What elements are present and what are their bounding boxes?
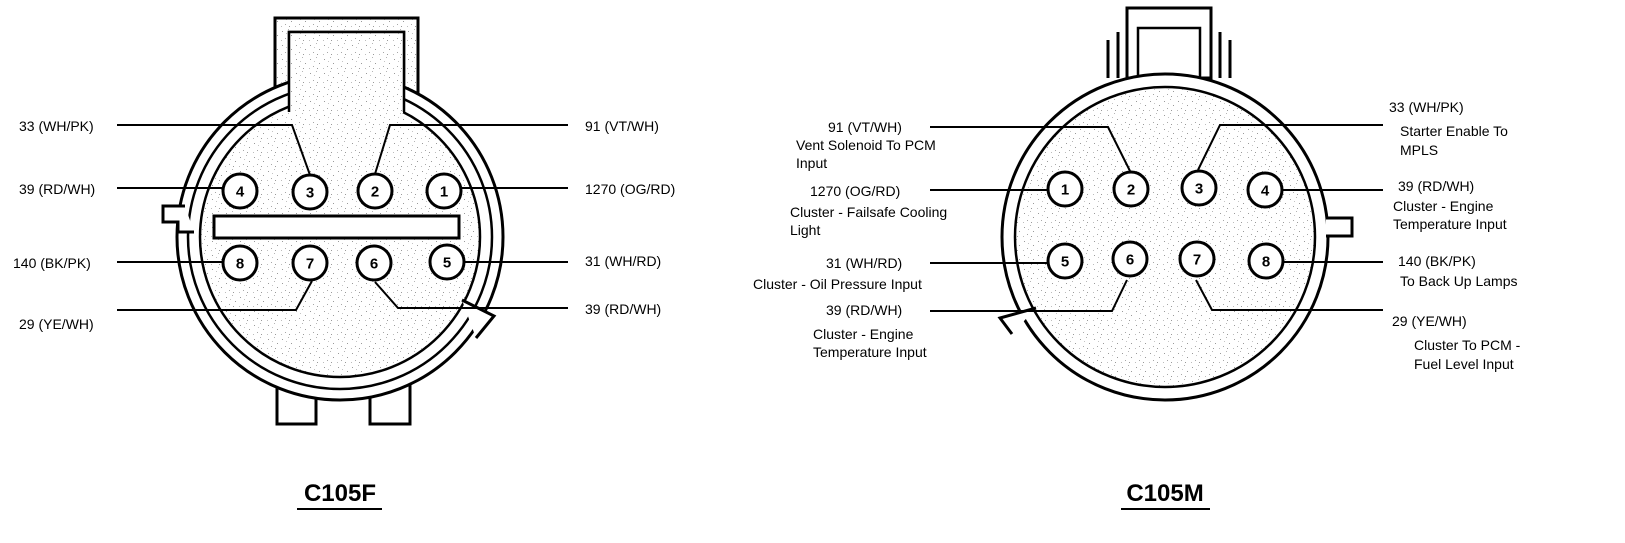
c105f-divider-bar bbox=[212, 214, 461, 240]
c105f-label-1270-og-rd: 1270 (OG/RD) bbox=[585, 181, 675, 197]
svg-text:4: 4 bbox=[1261, 183, 1270, 200]
c105m-body bbox=[1000, 72, 1330, 402]
c105m-label-91-vt-wh: 91 (VT/WH) Vent Solenoid To PCM Input bbox=[796, 119, 936, 171]
svg-text:7: 7 bbox=[306, 256, 314, 273]
c105f-title: C105F bbox=[304, 480, 376, 507]
svg-text:Vent Solenoid To PCM: Vent Solenoid To PCM bbox=[796, 137, 936, 153]
c105f-pin-5: 5 bbox=[428, 243, 466, 281]
c105f-label-39-rd-wh-left: 39 (RD/WH) bbox=[19, 181, 95, 197]
c105m-pin-3: 3 bbox=[1180, 169, 1218, 207]
svg-text:2: 2 bbox=[1127, 182, 1135, 199]
svg-text:6: 6 bbox=[1126, 252, 1134, 269]
c105m-pin-7: 7 bbox=[1178, 240, 1216, 278]
c105f-label-39-rd-wh-right: 39 (RD/WH) bbox=[585, 301, 661, 317]
c105f-label-140-bk-pk: 140 (BK/PK) bbox=[13, 255, 91, 271]
svg-text:8: 8 bbox=[236, 256, 244, 273]
svg-text:5: 5 bbox=[1061, 254, 1069, 271]
c105m-label-39-rd-wh-right: 39 (RD/WH) Cluster - Engine Temperature … bbox=[1393, 178, 1507, 232]
connector-c105f: 1 2 3 4 5 6 7 8 3 bbox=[13, 16, 675, 510]
c105m-pin-1: 1 bbox=[1046, 170, 1084, 208]
svg-text:3: 3 bbox=[1195, 181, 1203, 198]
svg-text:Cluster - Oil Pressure Input: Cluster - Oil Pressure Input bbox=[753, 276, 922, 292]
svg-text:1: 1 bbox=[1061, 182, 1069, 199]
svg-text:Cluster - Engine: Cluster - Engine bbox=[1393, 198, 1494, 214]
svg-text:3: 3 bbox=[306, 185, 314, 202]
svg-text:6: 6 bbox=[370, 256, 378, 273]
c105f-key-tab-right bbox=[461, 298, 497, 339]
c105m-title: C105M bbox=[1126, 480, 1203, 507]
svg-text:Cluster - Failsafe Cooling: Cluster - Failsafe Cooling bbox=[790, 204, 947, 220]
svg-text:Temperature Input: Temperature Input bbox=[1393, 216, 1507, 232]
svg-text:29 (YE/WH): 29 (YE/WH) bbox=[1392, 313, 1467, 329]
c105f-right-labels: 91 (VT/WH) 1270 (OG/RD) 31 (WH/RD) 39 (R… bbox=[585, 118, 675, 317]
c105m-key-tab-right bbox=[1326, 216, 1354, 238]
c105m-lead-lines bbox=[930, 124, 1383, 312]
svg-text:MPLS: MPLS bbox=[1400, 142, 1438, 158]
c105f-pin-7: 7 bbox=[291, 244, 329, 282]
svg-text:8: 8 bbox=[1262, 254, 1270, 271]
svg-text:39 (RD/WH): 39 (RD/WH) bbox=[1398, 178, 1474, 194]
c105m-pin-6: 6 bbox=[1111, 240, 1149, 278]
svg-text:1270 (OG/RD): 1270 (OG/RD) bbox=[810, 183, 900, 199]
c105f-label-31-wh-rd: 31 (WH/RD) bbox=[585, 253, 661, 269]
c105m-label-39-rd-wh-left: 39 (RD/WH) Cluster - Engine Temperature … bbox=[813, 302, 927, 360]
svg-text:To Back Up Lamps: To Back Up Lamps bbox=[1400, 273, 1518, 289]
c105m-label-33-wh-pk: 33 (WH/PK) Starter Enable To MPLS bbox=[1389, 99, 1508, 158]
c105m-right-labels: 33 (WH/PK) Starter Enable To MPLS 39 (RD… bbox=[1389, 99, 1521, 372]
c105m-label-31-wh-rd: 31 (WH/RD) Cluster - Oil Pressure Input bbox=[753, 255, 922, 292]
c105m-top-latch bbox=[1106, 6, 1232, 80]
c105f-pin-1: 1 bbox=[425, 172, 463, 210]
c105m-label-1270-og-rd: 1270 (OG/RD) Cluster - Failsafe Cooling … bbox=[790, 183, 947, 238]
svg-text:91 (VT/WH): 91 (VT/WH) bbox=[828, 119, 902, 135]
c105f-key-tab-left bbox=[161, 204, 194, 234]
svg-text:5: 5 bbox=[443, 255, 451, 272]
svg-text:2: 2 bbox=[371, 184, 379, 201]
svg-text:Input: Input bbox=[796, 155, 827, 171]
svg-text:Cluster To PCM -: Cluster To PCM - bbox=[1414, 337, 1521, 353]
c105f-pin-8: 8 bbox=[221, 244, 259, 282]
svg-text:33 (WH/PK): 33 (WH/PK) bbox=[1389, 99, 1464, 115]
c105f-pin-4: 4 bbox=[221, 172, 259, 210]
c105m-pin-8: 8 bbox=[1247, 242, 1285, 280]
c105m-left-labels: 91 (VT/WH) Vent Solenoid To PCM Input 12… bbox=[753, 119, 947, 360]
svg-text:Temperature Input: Temperature Input bbox=[813, 344, 927, 360]
svg-text:7: 7 bbox=[1193, 252, 1201, 269]
svg-text:Cluster - Engine: Cluster - Engine bbox=[813, 326, 914, 342]
svg-text:1: 1 bbox=[440, 184, 448, 201]
c105f-pin-6: 6 bbox=[355, 244, 393, 282]
svg-text:4: 4 bbox=[236, 184, 245, 201]
svg-text:Light: Light bbox=[790, 222, 820, 238]
c105m-pin-5: 5 bbox=[1046, 242, 1084, 280]
c105f-lead-lines bbox=[117, 124, 568, 311]
c105f-pin-2: 2 bbox=[356, 172, 394, 210]
svg-text:39 (RD/WH): 39 (RD/WH) bbox=[826, 302, 902, 318]
c105f-pin-3: 3 bbox=[291, 173, 329, 211]
svg-text:Fuel Level Input: Fuel Level Input bbox=[1414, 356, 1514, 372]
c105m-label-29-ye-wh: 29 (YE/WH) Cluster To PCM - Fuel Level I… bbox=[1392, 313, 1521, 372]
c105m-pin-2: 2 bbox=[1112, 170, 1150, 208]
connector-c105m: 1 2 3 4 5 6 7 8 bbox=[753, 6, 1521, 510]
c105f-label-33-wh-pk: 33 (WH/PK) bbox=[19, 118, 94, 134]
c105f-left-labels: 33 (WH/PK) 39 (RD/WH) 140 (BK/PK) 29 (YE… bbox=[13, 118, 95, 332]
c105m-label-140-bk-pk: 140 (BK/PK) To Back Up Lamps bbox=[1398, 253, 1518, 289]
c105f-label-29-ye-wh: 29 (YE/WH) bbox=[19, 316, 94, 332]
c105m-pin-4: 4 bbox=[1246, 171, 1284, 209]
c105f-label-91-vt-wh: 91 (VT/WH) bbox=[585, 118, 659, 134]
svg-text:Starter Enable To: Starter Enable To bbox=[1400, 123, 1508, 139]
svg-text:31 (WH/RD): 31 (WH/RD) bbox=[826, 255, 902, 271]
svg-text:140 (BK/PK): 140 (BK/PK) bbox=[1398, 253, 1476, 269]
